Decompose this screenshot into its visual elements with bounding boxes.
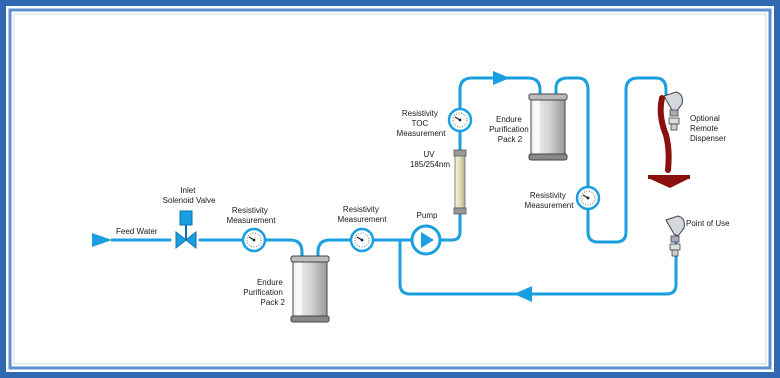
svg-text:Resistivity TOC Measur: Resistivity TOC Measurement: [397, 109, 447, 138]
label-toc-a: Resistivity: [402, 109, 438, 118]
label-uv-b: 185/254nm: [410, 160, 450, 169]
label-dispenser-c: Dispenser: [690, 134, 726, 143]
uv-lamp[interactable]: [453, 149, 467, 215]
label-point-of-use: Point of Use: [686, 219, 730, 228]
label-toc-b: TOC: [412, 119, 429, 128]
label-endure-bottom-c: Pack 2: [261, 298, 286, 307]
resistivity-gauge-2-icon[interactable]: [349, 227, 375, 253]
arrow-top-flow-icon: [493, 71, 510, 85]
label-dispenser-b: Remote: [690, 124, 719, 133]
pipe-recirculation-return: [398, 218, 678, 296]
label-endure-bottom-b: Purification: [243, 288, 283, 297]
pipe-pack-to-resistivity: [554, 76, 668, 244]
label-resistivity-1-b: Measurement: [227, 216, 277, 225]
svg-text:Resistivity Measurement: Resistivity Measurement: [338, 205, 388, 224]
label-endure-top-c: Pack 2: [498, 135, 523, 144]
svg-text:Inlet Solenoid Valve: Inlet Solenoid Valve: [163, 186, 216, 205]
label-resistivity-3-b: Measurement: [525, 201, 575, 210]
label-feed-water: Feed Water: [116, 227, 158, 236]
label-endure-bottom-a: Endure: [257, 278, 283, 287]
arrow-feed-water-icon: [92, 233, 112, 247]
point-of-use-dispenser-icon[interactable]: [665, 215, 685, 257]
endure-purification-pack-top[interactable]: [528, 93, 568, 161]
label-resistivity-2-b: Measurement: [338, 215, 388, 224]
label-uv-a: UV: [423, 150, 435, 159]
label-inlet: Inlet: [180, 186, 196, 195]
label-pump: Pump: [417, 211, 438, 220]
pump-icon[interactable]: [410, 224, 442, 256]
inlet-solenoid-valve[interactable]: [175, 210, 197, 250]
svg-text:UV 185/254nm: UV 185/254nm: [410, 150, 450, 169]
label-resistivity-1-a: Resistivity: [232, 206, 268, 215]
arrow-return-flow-icon: [514, 286, 532, 302]
endure-purification-pack-bottom[interactable]: [290, 255, 330, 323]
svg-text:Endure Purification Pa: Endure Purification Pack 2: [243, 278, 285, 307]
pipe-network: [110, 76, 678, 296]
label-toc-c: Measurement: [397, 129, 447, 138]
pipe-feed-to-pump: [110, 238, 414, 264]
svg-text:Endure Purification Pa: Endure Purification Pack 2: [489, 115, 531, 144]
label-resistivity-3-a: Resistivity: [530, 191, 566, 200]
label-resistivity-2-a: Resistivity: [343, 205, 379, 214]
label-endure-top-b: Purification: [489, 125, 529, 134]
label-endure-top-a: Endure: [496, 115, 522, 124]
resistivity-gauge-1-icon[interactable]: [241, 227, 267, 253]
label-dispenser-a: Optional: [690, 114, 720, 123]
svg-text:Resistivity Measurement: Resistivity Measurement: [227, 206, 277, 225]
resistivity-toc-gauge-icon[interactable]: [447, 107, 473, 133]
svg-text:Resistivity Measurement: Resistivity Measurement: [525, 191, 575, 210]
resistivity-gauge-3-icon[interactable]: [575, 185, 601, 211]
flow-arrows: [92, 71, 532, 302]
svg-text:Optional Remote Dispen: Optional Remote Dispenser: [690, 114, 726, 143]
optional-remote-dispenser-icon[interactable]: [648, 91, 690, 188]
label-solenoid-valve: Solenoid Valve: [163, 196, 216, 205]
